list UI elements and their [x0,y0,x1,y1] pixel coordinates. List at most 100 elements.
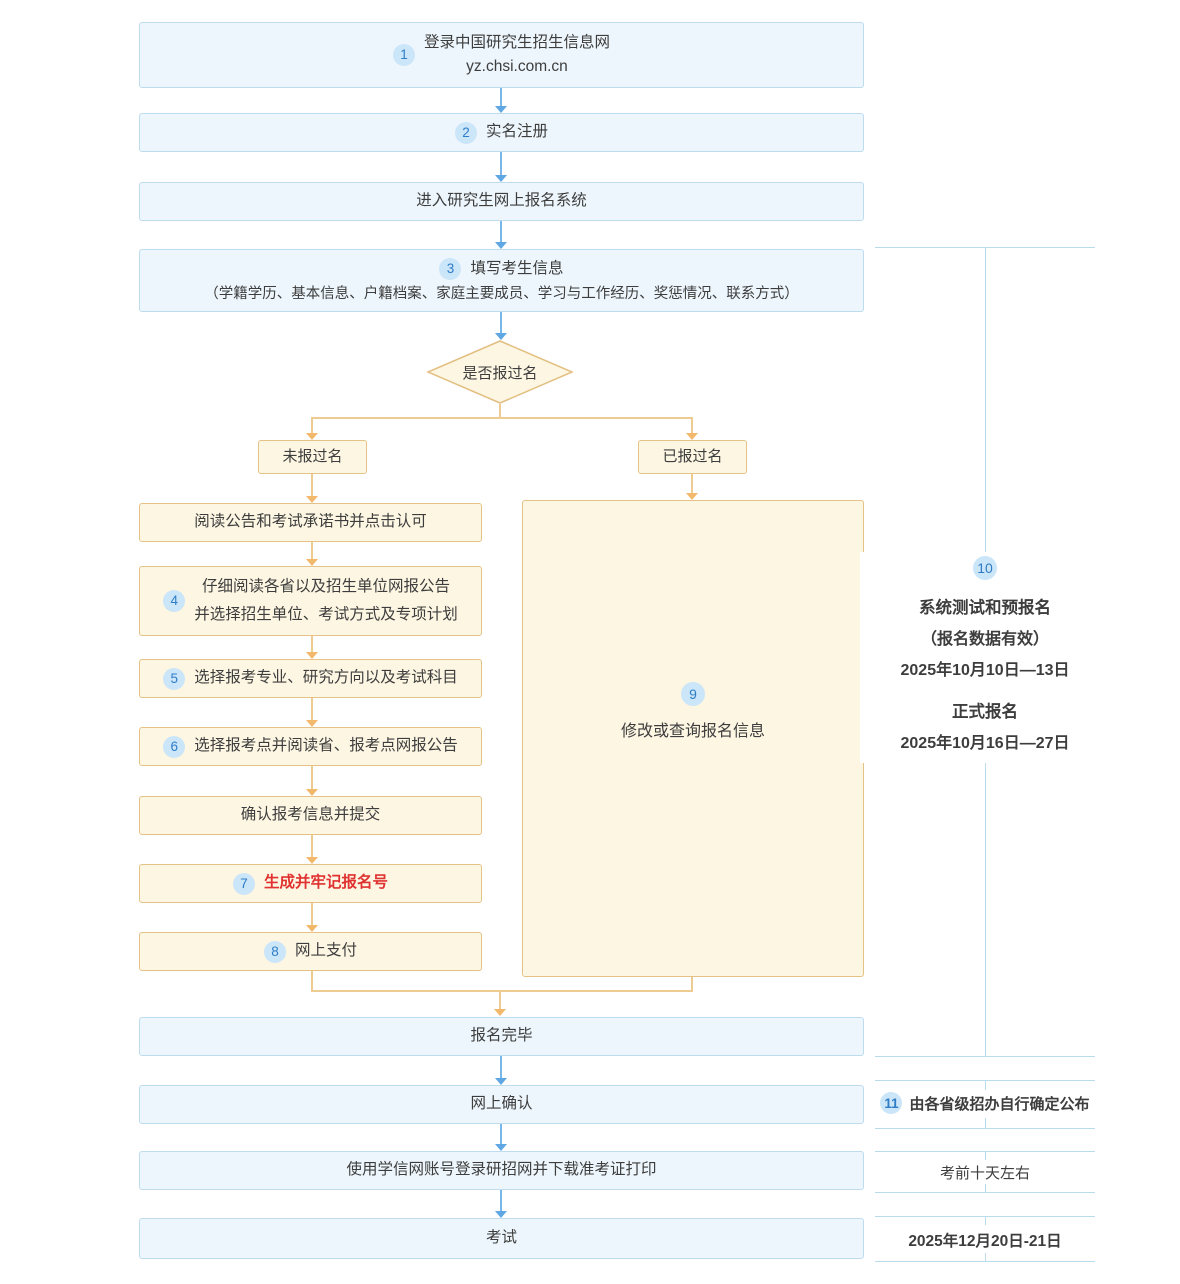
timeline-sec11-top [875,1080,1095,1081]
step-remember-id-box: 7 生成并牢记报名号 [139,864,482,903]
timeline-pre-register-note: （报名数据有效） [920,631,1049,648]
step-login-url: yz.chsi.com.cn [466,57,568,75]
timeline-secA-tick-top [985,1152,986,1160]
arrow-download-exam [494,1190,508,1218]
read-notice-box: 阅读公告和考试承诺书并点击认可 [139,503,482,542]
download-ticket-box: 使用学信网账号登录研招网并下载准考证打印 [139,1151,864,1190]
connector-decision-down [499,404,501,418]
step-6-label: 选择报考点并阅读省、报考点网报公告 [194,737,458,755]
connector-split [311,417,693,419]
confirm-submit-box: 确认报考信息并提交 [139,796,482,835]
step-6-badge: 6 [163,735,186,758]
arrow-7-8 [305,903,319,932]
timeline-sec11-tick-top [985,1081,986,1090]
download-ticket-label: 使用学信网账号登录研招网并下载准考证打印 [346,1161,657,1179]
timeline-step-10: 10 系统测试和预报名 （报名数据有效） 2025年10月10日—13日 正式报… [860,552,1110,763]
arrow-no-readnotice [305,474,319,503]
arrow-5-6 [305,698,319,727]
branch-no-label: 未报过名 [282,448,343,466]
arrow-6-confirm [305,766,319,796]
timeline-secA-tick-bottom [985,1184,986,1192]
arrow-4-decision [494,312,508,340]
timeline-pre-register-date: 2025年10月10日—13日 [900,662,1070,679]
arrow-confirm-download [494,1124,508,1151]
arrow-3-4 [494,221,508,249]
step-4-line2: 并选择招生单位、考试方式及专项计划 [194,606,458,623]
step-2-badge: 2 [454,121,477,144]
branch-yes-label: 已报过名 [662,448,723,466]
arrow-confirm-7 [305,835,319,864]
step-8-label: 网上支付 [294,942,357,960]
step-8-badge: 8 [263,940,286,963]
timeline-secB-top [875,1216,1095,1217]
timeline-sec11-bottom [875,1128,1095,1129]
finish-label: 报名完毕 [470,1027,533,1045]
read-notice-label: 阅读公告和考试承诺书并点击认可 [194,513,427,531]
arrow-2-3 [494,152,508,182]
timeline-before-exam: 考前十天左右 [865,1162,1105,1183]
arrow-4-5 [305,636,319,659]
step-11-badge: 11 [880,1092,903,1114]
step-choose-major-box: 5 选择报考专业、研究方向以及考试科目 [139,659,482,698]
branch-no-box: 未报过名 [258,440,367,474]
arrow-finish-confirm [494,1056,508,1085]
enter-system-label: 进入研究生网上报名系统 [416,192,587,210]
enter-system-box: 进入研究生网上报名系统 [139,182,864,221]
step-login-box: 1 登录中国研究生招生信息网 yz.chsi.com.cn [139,22,864,88]
timeline-formal-register-date: 2025年10月16日—27日 [900,735,1070,752]
connector-merge-left [311,971,313,992]
online-confirm-label: 网上确认 [470,1095,533,1113]
timeline-before-exam-label: 考前十天左右 [939,1165,1030,1182]
timeline-secB-tick-top [985,1217,986,1225]
step-fill-info-label: 填写考生信息 [470,259,564,277]
step-10-badge: 10 [973,556,997,580]
step-4-badge: 4 [163,590,186,612]
timeline-step-11: 11 由各省级招办自行确定公布 [865,1092,1105,1114]
timeline-formal-register-title: 正式报名 [952,703,1018,721]
arrow-merge-finish [493,992,507,1016]
step-fill-info-sub: （学籍学历、基本信息、户籍档案、家庭主要成员、学习与工作经历、奖惩情况、联系方式… [204,285,799,302]
step-9-badge: 9 [680,682,705,707]
step-choose-site-box: 6 选择报考点并阅读省、报考点网报公告 [139,727,482,766]
confirm-submit-label: 确认报考信息并提交 [240,806,381,824]
connector-merge-horizontal [311,990,693,992]
timeline-exam-date: 2025年12月20日-21日 [865,1229,1105,1251]
timeline-secB-bottom [875,1261,1095,1262]
timeline-step-11-label: 由各省级招办自行确定公布 [909,1095,1090,1113]
step-login-title: 登录中国研究生招生信息网 [423,34,610,52]
timeline-pre-register-title: 系统测试和预报名 [919,599,1051,617]
step-3-badge: 3 [439,257,462,280]
step-read-announcement-box: 4 仔细阅读各省以及招生单位网报公告 并选择招生单位、考试方式及专项计划 [139,566,482,636]
step-9-label: 修改或查询报名信息 [620,723,765,741]
step-register-label: 实名注册 [485,123,548,141]
arrow-notice-4 [305,542,319,566]
step-7-label: 生成并牢记报名号 [263,874,388,892]
timeline-secB-tick-bottom [985,1253,986,1261]
step-7-badge: 7 [232,872,255,895]
branch-yes-box: 已报过名 [638,440,747,474]
step-register-box: 2 实名注册 [139,113,864,152]
arrow-to-branch-yes [685,419,699,440]
online-confirm-box: 网上确认 [139,1085,864,1124]
exam-box: 考试 [139,1218,864,1259]
step-pay-box: 8 网上支付 [139,932,482,971]
step-5-label: 选择报考专业、研究方向以及考试科目 [194,669,458,687]
finish-box: 报名完毕 [139,1017,864,1056]
decision-label: 是否报过名 [462,364,538,382]
timeline-secA-bottom [875,1192,1095,1193]
step-modify-box: 9 修改或查询报名信息 [522,500,864,977]
timeline-exam-date-label: 2025年12月20日-21日 [908,1233,1062,1250]
arrow-1-2 [494,88,508,113]
step-fill-info-box: 3 填写考生信息 （学籍学历、基本信息、户籍档案、家庭主要成员、学习与工作经历、… [139,249,864,312]
step-4-line1: 仔细阅读各省以及招生单位网报公告 [201,577,450,595]
step-5-badge: 5 [163,667,186,690]
timeline-bracket-bottom [875,1056,1095,1057]
step-1-badge: 1 [392,44,415,66]
exam-label: 考试 [485,1229,517,1247]
connector-merge-right [691,977,693,992]
timeline-sec11-tick-bottom [985,1118,986,1128]
timeline-secA-top [875,1151,1095,1152]
arrow-yes-modify [685,474,699,500]
arrow-to-branch-no [305,419,319,440]
